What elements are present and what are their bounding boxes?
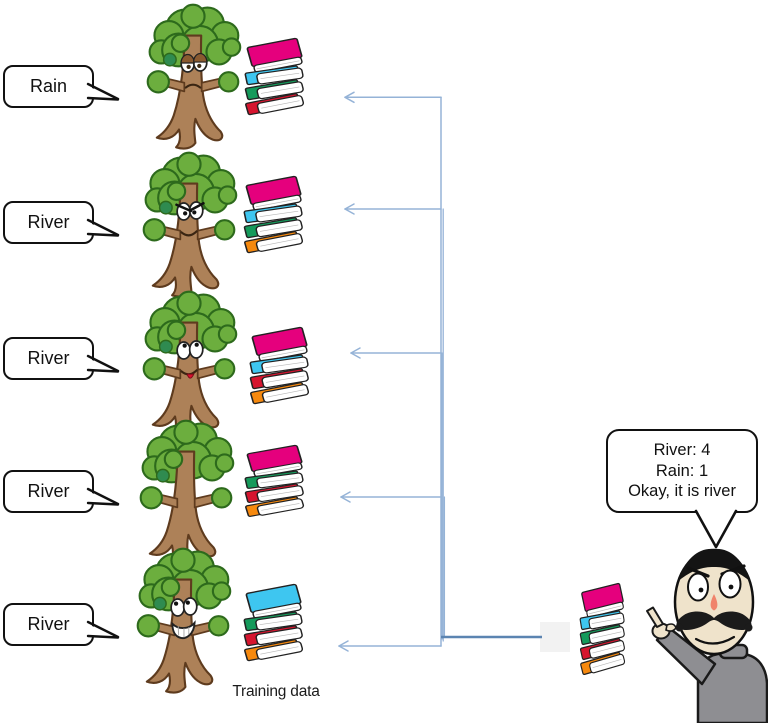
training-books-stack-5 (235, 583, 319, 672)
result-line-3: Okay, it is river (628, 482, 736, 501)
source-box (540, 622, 570, 652)
decision-tree-2 (136, 151, 242, 298)
decision-tree-1 (140, 3, 246, 150)
person-thumb (665, 623, 677, 632)
bubble-tail (85, 620, 120, 639)
speech-bubble-tree-1: Rain (3, 65, 120, 108)
decision-tree-4: undefined (133, 419, 239, 566)
tree-vote-label: River (27, 481, 70, 501)
training-books-stack-1 (236, 37, 320, 126)
bubble-tail (85, 487, 120, 506)
bubble-tail (85, 82, 120, 101)
result-line-2: Rain: 1 (655, 461, 709, 480)
training-books-stack-4 (236, 444, 320, 527)
training-books-stack-3 (241, 326, 325, 415)
person-eye-right (718, 569, 742, 599)
training-data-caption: Training data (232, 683, 320, 700)
person-nose (710, 594, 718, 611)
result-bubble-tail (694, 509, 738, 549)
connector-arrows (338, 91, 442, 652)
person-mouth (694, 635, 736, 645)
tree-vote-label: River (27, 348, 70, 368)
query-books-stack (574, 582, 638, 685)
result-line-1: River: 4 (653, 441, 711, 460)
speech-bubble-tree-5: River (3, 603, 120, 646)
speech-bubble-tree-3: River (3, 337, 120, 380)
person-pointing-finger (646, 606, 664, 628)
person-hair (677, 548, 751, 582)
classifier-person (640, 540, 768, 723)
person-eye-left (687, 572, 709, 602)
result-speech-bubble: River: 4 Rain: 1 Okay, it is river (606, 429, 758, 513)
decision-tree-5 (130, 547, 236, 694)
speech-bubble-tree-4: River (3, 470, 120, 513)
connector-vertical-lines (440, 96, 446, 647)
bubble-tail (85, 218, 120, 237)
tree-vote-label: River (27, 614, 70, 634)
tree-vote-label: Rain (29, 76, 68, 96)
training-books-stack-2 (235, 175, 319, 264)
tree-vote-label: River (27, 212, 70, 232)
speech-bubble-tree-2: River (3, 201, 120, 244)
decision-tree-3 (136, 290, 242, 437)
person-mustache (676, 611, 752, 631)
bubble-tail (85, 354, 120, 373)
